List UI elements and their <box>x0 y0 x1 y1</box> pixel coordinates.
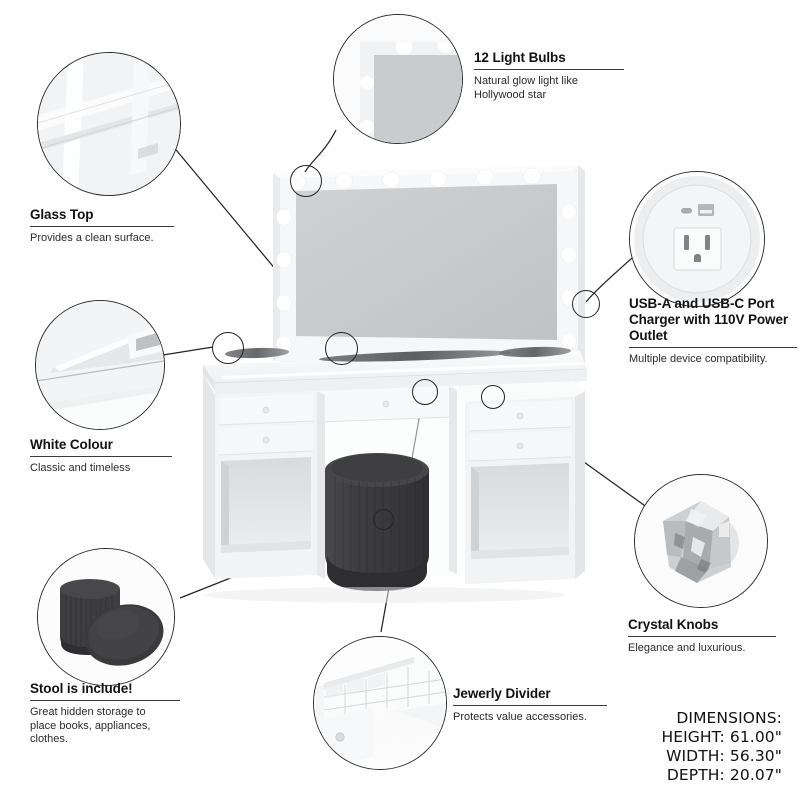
desk-top <box>203 346 588 395</box>
callout-white-colour: White Colour Classic and timeless <box>30 437 172 476</box>
callout-crystal-knobs: Crystal Knobs Elegance and luxurious. <box>628 617 776 656</box>
bubble-jewelry-divider <box>313 636 447 770</box>
power-outlet-face <box>673 227 722 271</box>
mirror-bulbs-right <box>561 203 577 350</box>
anchor-usb-outlet <box>572 290 600 318</box>
anchor-white-colour <box>212 332 244 364</box>
cable-slot-right <box>499 346 571 358</box>
callout-light-bulbs: 12 Light Bulbs Natural glow light like H… <box>474 50 624 102</box>
dimensions-block: DIMENSIONS: HEIGHT: 61.00" WIDTH: 56.30"… <box>600 709 782 785</box>
callout-crystal-knobs-title: Crystal Knobs <box>628 617 719 632</box>
cable-slot-center <box>319 350 511 362</box>
callout-rule <box>628 636 776 637</box>
dimensions-width: WIDTH: 56.30" <box>666 747 782 765</box>
dimensions-depth: DEPTH: 20.07" <box>666 766 782 784</box>
crystal-knob-closeup-art <box>635 475 767 607</box>
usb-c-port-glyph <box>681 208 692 214</box>
callout-rule <box>474 69 624 70</box>
glass-top-closeup-art <box>38 53 180 195</box>
dimensions-heading: DIMENSIONS: <box>676 709 782 727</box>
callout-usb-outlet-desc: Multiple device compatibility. <box>629 353 768 365</box>
vanity-product-illustration <box>185 155 605 625</box>
callout-crystal-knobs-desc: Elegance and luxurious. <box>628 642 746 654</box>
drawer-knob <box>516 442 524 450</box>
drawer-knob <box>516 412 524 420</box>
open-cubby-right <box>471 463 569 559</box>
drawer-knob <box>262 406 270 414</box>
bubble-glass-top <box>37 52 181 196</box>
pedestal-right <box>457 381 585 584</box>
callout-jewelry-divider-desc: Protects value accessories. <box>453 711 587 723</box>
bubble-usb-outlet <box>629 171 765 307</box>
callout-light-bulbs-desc: Natural glow light like Hollywood star <box>474 75 578 101</box>
callout-usb-outlet-title: USB-A and USB-C Port Charger with 110V P… <box>629 296 789 343</box>
callout-white-colour-title: White Colour <box>30 437 113 452</box>
callout-jewelry-divider: Jewerly Divider Protects value accessori… <box>453 686 607 725</box>
callout-stool: Stool is include! Great hidden storage t… <box>30 681 180 747</box>
callout-usb-outlet: USB-A and USB-C Port Charger with 110V P… <box>629 296 797 367</box>
callout-stool-title: Stool is include! <box>30 681 133 696</box>
stool-closeup-art <box>38 549 174 685</box>
open-cubby-left <box>221 457 311 553</box>
callout-glass-top-title: Glass Top <box>30 207 94 222</box>
white-colour-closeup-art <box>36 301 164 429</box>
callout-rule <box>629 347 797 348</box>
mirror-glass <box>296 184 557 340</box>
callout-white-colour-desc: Classic and timeless <box>30 462 131 474</box>
bubble-white-colour <box>35 300 165 430</box>
bubble-stool <box>37 548 175 686</box>
anchor-light-bulbs <box>290 165 322 197</box>
drawer-knob <box>262 436 270 444</box>
callout-stool-desc: Great hidden storage to place books, app… <box>30 706 151 745</box>
usb-outlet-closeup-art <box>630 172 764 306</box>
bubble-crystal-knobs <box>634 474 768 608</box>
anchor-glass-top <box>325 332 358 365</box>
callout-rule <box>30 456 172 457</box>
callout-rule <box>30 226 174 227</box>
drawer-knob-closeup <box>335 732 345 742</box>
mirror-frame <box>273 165 585 370</box>
callout-glass-top: Glass Top Provides a clean surface. <box>30 207 174 246</box>
mirror-bulbs-left <box>276 208 292 353</box>
callout-glass-top-desc: Provides a clean surface. <box>30 232 154 244</box>
callout-rule <box>30 700 180 701</box>
bubble-light-bulbs <box>333 14 463 144</box>
anchor-stool <box>373 509 394 530</box>
callout-jewelry-divider-title: Jewerly Divider <box>453 686 551 701</box>
callout-light-bulbs-title: 12 Light Bulbs <box>474 50 566 65</box>
callout-rule <box>453 705 607 706</box>
jewelry-divider-closeup-art <box>314 637 446 769</box>
pedestal-left <box>203 373 317 579</box>
dimensions-height: HEIGHT: 61.00" <box>661 728 782 746</box>
anchor-jewelry-divider <box>412 379 438 405</box>
anchor-crystal-knobs <box>481 385 505 409</box>
light-bulbs-closeup-art <box>334 15 462 143</box>
drawer-knob <box>382 400 390 408</box>
